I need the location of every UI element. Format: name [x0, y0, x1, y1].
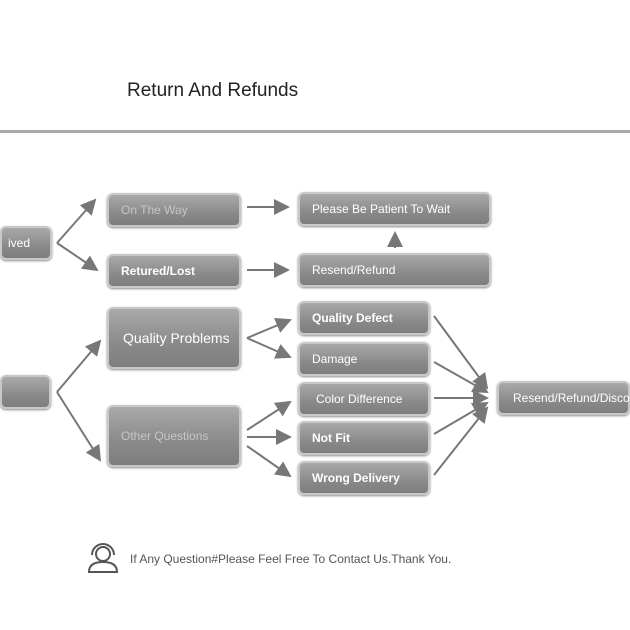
arrow — [246, 337, 292, 359]
node-quality-defect: Quality Defect — [298, 301, 430, 335]
node-resend-refund-discount: Resend/Refund/Disco — [497, 381, 630, 415]
arrow — [433, 361, 489, 393]
node-retured-lost: Retured/Lost — [107, 254, 241, 288]
headset-support-icon — [87, 543, 119, 573]
arrow — [433, 406, 489, 476]
node-quality-problems: Quality Problems — [107, 307, 241, 369]
node-resend-refund: Resend/Refund — [298, 253, 491, 287]
node-color-difference: Color Difference — [298, 382, 430, 416]
arrow — [56, 339, 102, 393]
contact-note: If Any Question#Please Feel Free To Cont… — [130, 552, 452, 566]
node-damage: Damage — [298, 342, 430, 376]
arrow — [56, 242, 99, 272]
page-title: Return And Refunds — [127, 80, 299, 101]
arrow — [56, 391, 102, 462]
node-on-the-way: On The Way — [107, 193, 241, 227]
node-please-wait: Please Be Patient To Wait — [298, 192, 491, 226]
arrow — [246, 445, 292, 478]
node-wrong-delivery: Wrong Delivery — [298, 461, 430, 495]
arrow — [246, 400, 292, 431]
node-not-fit: Not Fit — [298, 421, 430, 455]
node-not-received: ived — [0, 226, 52, 260]
node-received — [0, 375, 51, 409]
divider — [0, 130, 630, 133]
arrow — [56, 198, 97, 244]
node-other-questions: Other Questions — [107, 405, 241, 467]
arrow — [433, 315, 489, 390]
arrow — [246, 318, 292, 339]
